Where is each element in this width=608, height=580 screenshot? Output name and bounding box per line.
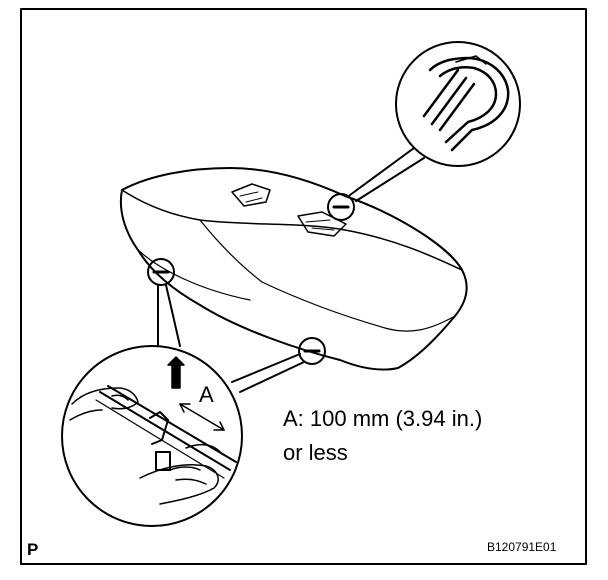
detail-callout-circle-top: [349, 41, 521, 202]
pull-up-arrow: [167, 356, 185, 389]
measurement-arrow: [179, 403, 225, 431]
measurement-note-line1: A: 100 mm (3.94 in.): [283, 406, 483, 431]
detail-contents: [69, 356, 237, 505]
dimension-label-a: A: [199, 382, 214, 407]
seat-cushion: [119, 167, 468, 371]
detail-callout-circle-bottom: [61, 284, 305, 527]
clip-marker-top: [327, 193, 355, 221]
hand-icon: [139, 443, 223, 505]
clip-marker-left: [147, 258, 175, 286]
corner-mark: P: [27, 540, 39, 559]
figure-frame: [20, 8, 587, 565]
measurement-note-line2: or less: [283, 440, 348, 465]
clip-marker-bottom: [298, 337, 326, 365]
figure-code: B120791E01: [487, 540, 557, 554]
hand-icon: [69, 387, 139, 421]
